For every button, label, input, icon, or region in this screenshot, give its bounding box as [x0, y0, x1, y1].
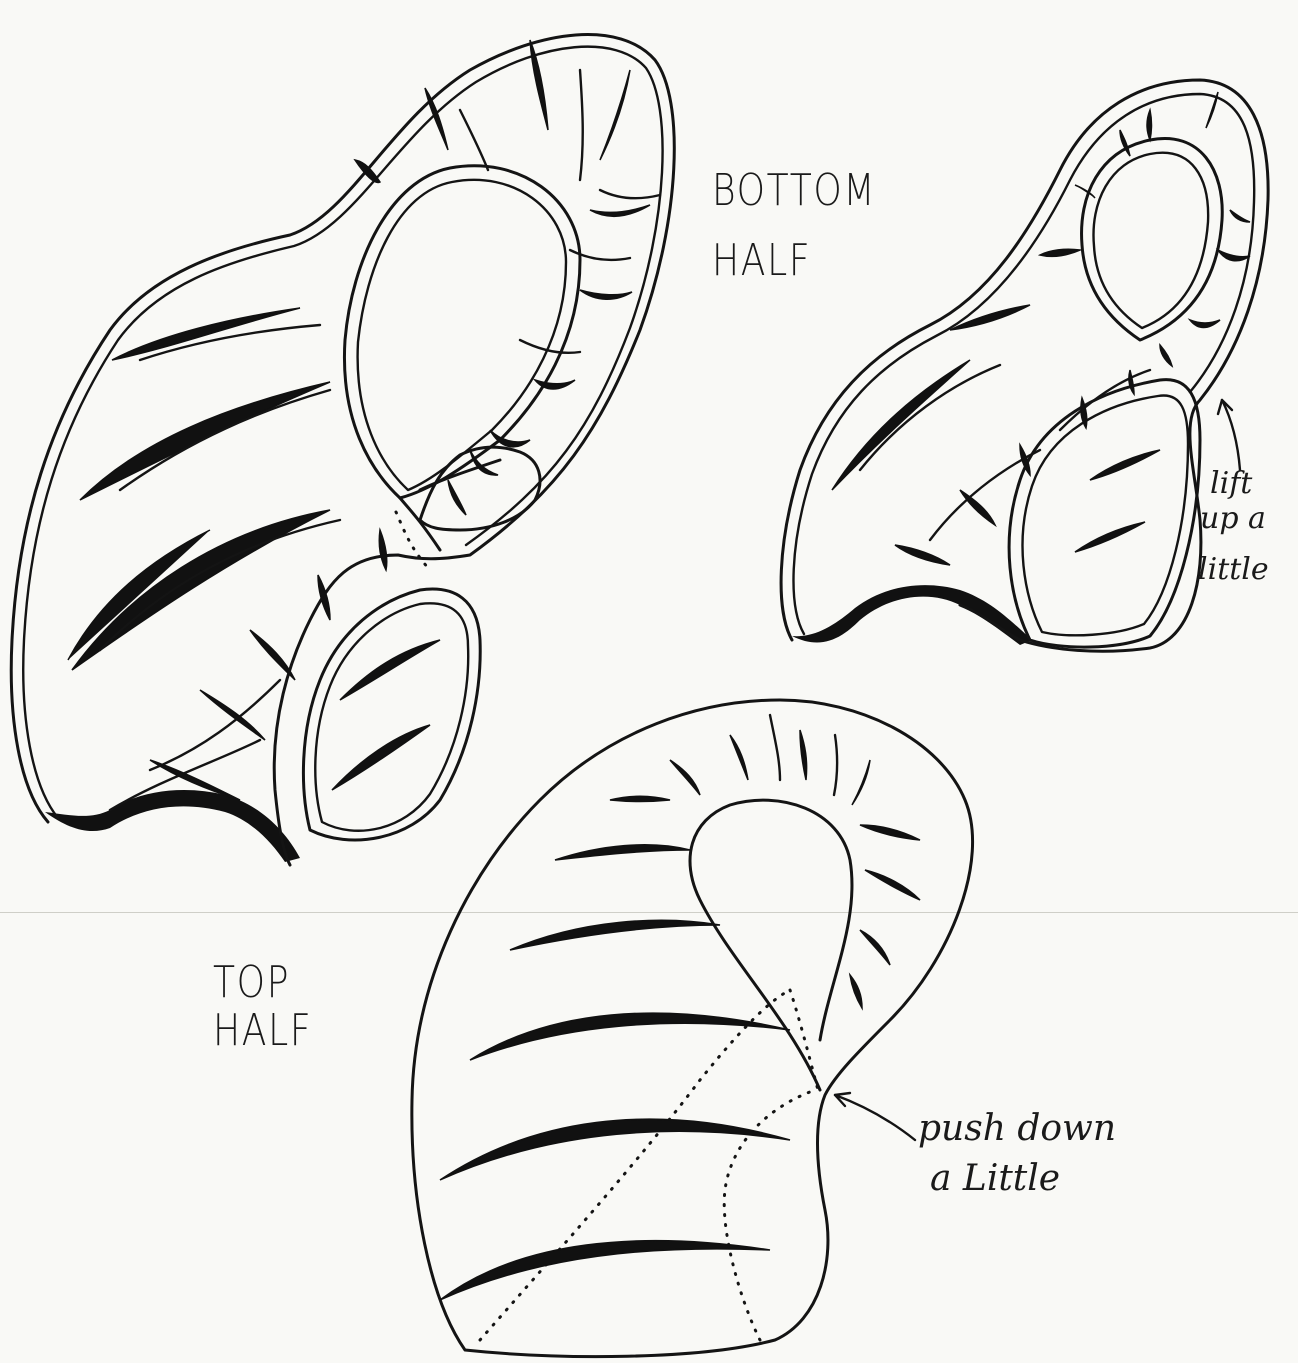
lift-note-line3: little [1198, 556, 1269, 585]
push-note-line2: a Little [930, 1160, 1060, 1198]
bottom-half-label-line1: BOTTOM [712, 168, 876, 214]
top-half-drawing [412, 700, 973, 1357]
bottom-half-label-line2: HALF [712, 238, 811, 284]
lift-note-line2: up a [1200, 505, 1266, 534]
lift-note-line1: lift [1210, 470, 1252, 499]
push-note-line1: push down [918, 1110, 1116, 1148]
top-half-label-line1: TOP [213, 960, 290, 1006]
top-half-label-line2: HALF [213, 1008, 312, 1054]
bottom-half-large-drawing [11, 35, 674, 865]
